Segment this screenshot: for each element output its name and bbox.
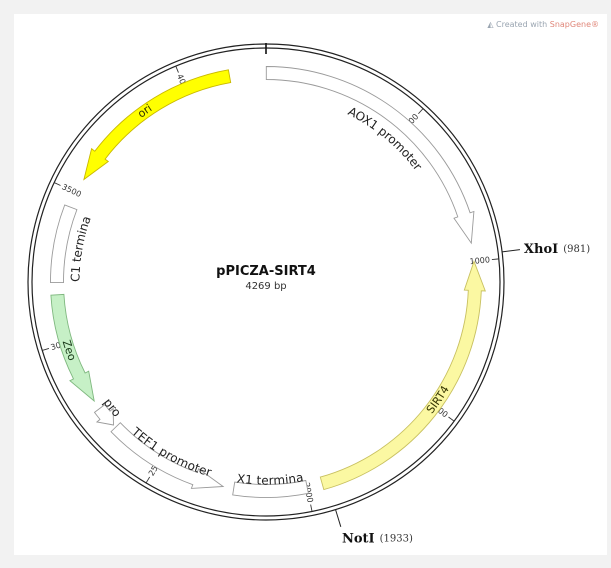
backbone (27, 43, 505, 521)
tick-mark (53, 182, 61, 186)
restriction-sites: XhoI (981) NotI (1933) (335, 242, 590, 546)
zeo-arrow[interactable] (50, 293, 95, 403)
em7-promoter-arrow[interactable] (93, 403, 114, 426)
sirt4-arrow[interactable] (319, 259, 486, 491)
tick-mark (42, 347, 50, 351)
tick-mark (145, 476, 151, 484)
plasmid-length: 4269 bp (245, 281, 286, 292)
xhoi-site-label[interactable]: XhoI (981) (524, 242, 590, 257)
ori-arrow[interactable] (83, 69, 232, 181)
credit-brand: SnapGene® (549, 20, 599, 29)
credit-prefix: Created with (496, 20, 548, 29)
snapgene-logo-icon: ◭ (487, 20, 494, 29)
tick-label: 1000 (469, 255, 490, 266)
tef1-promoter-arrow[interactable] (110, 422, 225, 489)
tick-label: 3500 (60, 182, 82, 199)
aox1-terminator-arrow[interactable] (232, 479, 309, 498)
plasmid-map-panel: ◭ Created with SnapGene® 500100015002000… (14, 14, 607, 555)
snapgene-credit: ◭ Created with SnapGene® (487, 20, 599, 29)
tick-mark (448, 416, 455, 422)
noti-site-position: (1933) (380, 533, 413, 544)
xhoi-site-position: (981) (563, 244, 590, 255)
xhoi-site-line (502, 249, 521, 253)
tick-mark (310, 504, 313, 512)
plasmid-name: pPICZA-SIRT4 (216, 264, 316, 279)
cyc1-terminator-label: CYC1 terminator (14, 14, 93, 282)
features: AOX1 promoterSIRT4AOX1 terminatorTEF1 pr… (14, 14, 486, 498)
xhoi-site-name: XhoI (524, 242, 558, 257)
noti-site-label[interactable]: NotI (1933) (342, 531, 413, 546)
tick-mark (175, 65, 179, 73)
noti-site-name: NotI (342, 531, 375, 546)
aox1-promoter-arrow[interactable] (265, 66, 475, 245)
tick-mark (418, 108, 424, 115)
tick-mark (491, 258, 499, 261)
cyc1-terminator-arrow[interactable] (50, 204, 78, 284)
plasmid-map: 5001000150020002500300035004000 AOX1 pro… (14, 14, 590, 546)
noti-site-line (335, 509, 342, 527)
